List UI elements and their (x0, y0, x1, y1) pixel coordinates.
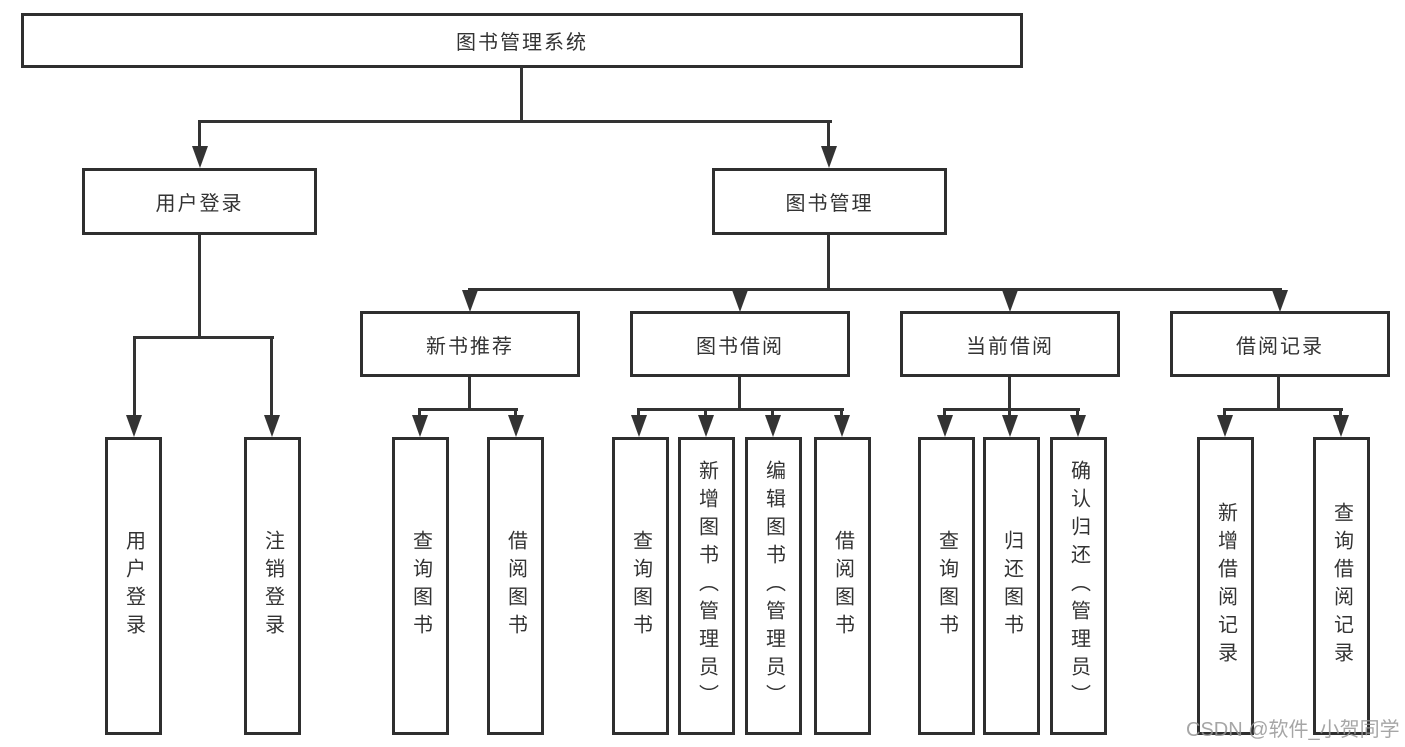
leaf-query-books-borrowing: 查询图书 (612, 437, 669, 735)
connector-stem (637, 410, 640, 417)
leaf-edit-books-admin: 编辑图书（管理员） (745, 437, 802, 735)
leaf-label: 借阅图书 (504, 530, 527, 642)
leaf-label: 查询借阅记录 (1330, 502, 1353, 670)
connector-module-hline (418, 408, 518, 411)
leaf-add-books-admin: 新增图书（管理员） (678, 437, 735, 735)
connector-stem (1339, 410, 1342, 417)
leaf-logout: 注销登录 (244, 437, 301, 735)
leaf-query-borrow-record: 查询借阅记录 (1313, 437, 1370, 735)
connector-userlogin-trunk (198, 235, 201, 338)
connector-stem (133, 338, 136, 417)
connector-bookmgmt-hline (468, 288, 1282, 291)
leaf-add-borrow-record: 新增借阅记录 (1197, 437, 1254, 735)
node-current-borrowing-label: 当前借阅 (966, 335, 1054, 358)
arrow-down-icon (937, 415, 953, 437)
arrow-down-icon (834, 415, 850, 437)
node-new-book-recommendation-label: 新书推荐 (426, 335, 514, 358)
connector-stem (1223, 410, 1226, 417)
leaf-label: 新增借阅记录 (1214, 502, 1237, 670)
arrow-down-icon (412, 415, 428, 437)
leaf-return-books: 归还图书 (983, 437, 1040, 735)
arrow-down-icon (1002, 290, 1018, 312)
node-new-book-recommendation: 新书推荐 (360, 311, 580, 377)
connector-stem (827, 122, 830, 148)
connector-module-trunk (1008, 377, 1011, 410)
connector-module-trunk (738, 377, 741, 410)
connector-stem (771, 410, 774, 417)
node-book-management-label: 图书管理 (785, 193, 874, 215)
leaf-query-books-current: 查询图书 (918, 437, 975, 735)
node-current-borrowing: 当前借阅 (900, 311, 1120, 377)
connector-stem (514, 410, 517, 417)
arrow-down-icon (462, 290, 478, 312)
connector-bookmgmt-trunk (827, 235, 830, 291)
leaf-user-login-label: 用户登录 (122, 530, 145, 642)
leaf-borrow-books-recommend: 借阅图书 (487, 437, 544, 735)
arrow-down-icon (732, 290, 748, 312)
connector-module-hline (943, 408, 1080, 411)
node-user-login: 用户登录 (82, 168, 317, 235)
leaf-logout-label: 注销登录 (261, 530, 284, 642)
leaf-label: 确认归还（管理员） (1067, 460, 1090, 712)
node-library-management-system-label: 图书管理系统 (456, 32, 588, 54)
connector-module-trunk (1277, 377, 1280, 410)
connector-root-trunk (520, 66, 523, 122)
connector-stem (840, 410, 843, 417)
connector-stem (704, 410, 707, 417)
arrow-down-icon (631, 415, 647, 437)
connector-stem (198, 122, 201, 148)
leaf-label: 归还图书 (1000, 530, 1023, 642)
leaf-user-login: 用户登录 (105, 437, 162, 735)
arrow-down-icon (698, 415, 714, 437)
connector-stem (1076, 410, 1079, 417)
arrow-down-icon (192, 146, 208, 168)
leaf-confirm-return-admin: 确认归还（管理员） (1050, 437, 1107, 735)
arrow-down-icon (765, 415, 781, 437)
connector-stem (1008, 410, 1011, 417)
node-library-management-system: 图书管理系统 (21, 13, 1023, 68)
connector-stem (943, 410, 946, 417)
node-user-login-label: 用户登录 (155, 193, 244, 215)
csdn-watermark: CSDN @软件_小贺同学 (1186, 719, 1400, 741)
arrow-down-icon (1217, 415, 1233, 437)
arrow-down-icon (1002, 415, 1018, 437)
leaf-query-books-recommend: 查询图书 (392, 437, 449, 735)
node-book-borrowing-label: 图书借阅 (696, 335, 784, 358)
connector-module-hline (1223, 408, 1343, 411)
leaf-label: 查询图书 (409, 530, 432, 642)
arrow-down-icon (264, 415, 280, 437)
connector-module-trunk (468, 377, 471, 410)
node-book-management: 图书管理 (712, 168, 947, 235)
node-borrowing-records-label: 借阅记录 (1236, 335, 1324, 358)
connector-root-hline (198, 120, 832, 123)
connector-module-hline (637, 408, 844, 411)
node-book-borrowing: 图书借阅 (630, 311, 850, 377)
arrow-down-icon (508, 415, 524, 437)
arrow-down-icon (1272, 290, 1288, 312)
leaf-label: 新增图书（管理员） (695, 460, 718, 712)
leaf-label: 查询图书 (935, 530, 958, 642)
connector-userlogin-hline (133, 336, 274, 339)
connector-stem (418, 410, 421, 417)
arrow-down-icon (1070, 415, 1086, 437)
leaf-label: 查询图书 (629, 530, 652, 642)
leaf-borrow-books: 借阅图书 (814, 437, 871, 735)
arrow-down-icon (821, 146, 837, 168)
arrow-down-icon (126, 415, 142, 437)
leaf-label: 借阅图书 (831, 530, 854, 642)
node-borrowing-records: 借阅记录 (1170, 311, 1390, 377)
leaf-label: 编辑图书（管理员） (762, 460, 785, 712)
arrow-down-icon (1333, 415, 1349, 437)
connector-stem (270, 338, 273, 417)
